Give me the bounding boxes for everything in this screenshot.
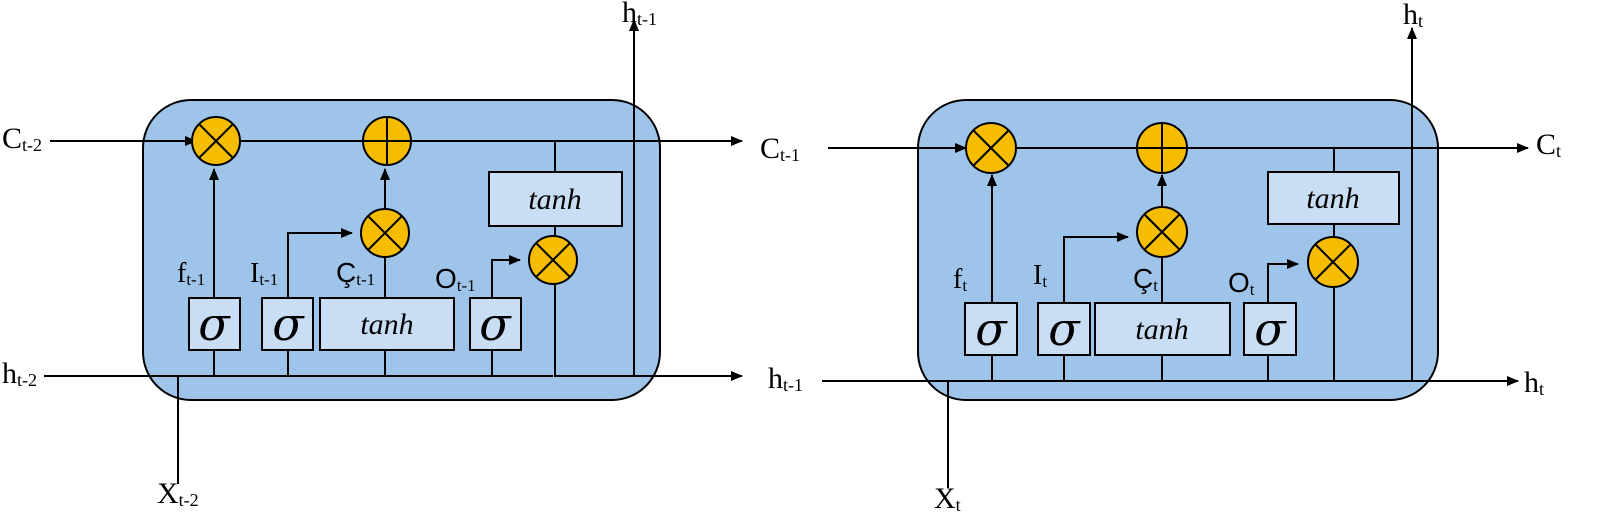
input-gate-label: It bbox=[1033, 260, 1047, 291]
cell-tanh: tanh bbox=[528, 183, 581, 216]
forget-sigma: σ bbox=[975, 302, 1008, 356]
candidate-tanh-box bbox=[319, 297, 455, 351]
input-sigma: σ bbox=[1048, 302, 1081, 356]
hidden-input-label: ht-1 bbox=[768, 362, 803, 395]
input-x-label: Xt-2 bbox=[157, 477, 199, 510]
forget-gate-label: ft bbox=[953, 264, 967, 295]
hidden-input-label: ht-2 bbox=[2, 357, 37, 390]
forget-multiply-op bbox=[965, 122, 1017, 174]
input-gate-label: It-1 bbox=[250, 258, 278, 289]
input-multiply-op bbox=[1136, 206, 1188, 258]
candidate-tanh: tanh bbox=[1135, 313, 1188, 346]
forget-gate-label: ft-1 bbox=[177, 258, 205, 289]
candidate-tanh: tanh bbox=[360, 308, 413, 341]
cell-add-op bbox=[362, 116, 412, 166]
output-sigma: σ bbox=[1254, 302, 1287, 356]
hidden-output-label: ht bbox=[1524, 366, 1544, 399]
input-sigma-box bbox=[261, 297, 314, 351]
lstm-cell-t: σ σ tanh σ tanh Ct-1 Ct ht-1 ht ht Xt ft… bbox=[768, 0, 1561, 515]
output-sigma: σ bbox=[479, 297, 512, 351]
output-sigma-box bbox=[1243, 302, 1297, 356]
input-sigma-box bbox=[1037, 302, 1091, 356]
cell-tanh-box bbox=[488, 171, 623, 227]
candidate-tanh-box bbox=[1094, 302, 1231, 356]
hidden-up-label: ht bbox=[1403, 0, 1423, 31]
input-sigma: σ bbox=[272, 297, 305, 351]
output-gate-label: Ot-1 bbox=[435, 263, 476, 295]
cell-output-label: Ct bbox=[1536, 128, 1561, 161]
candidate-label: Çt bbox=[1133, 263, 1158, 295]
output-multiply-op bbox=[1307, 236, 1359, 288]
input-x-label: Xt bbox=[934, 482, 961, 515]
cell-output-label: Ct-1 bbox=[760, 132, 800, 165]
output-sigma-box bbox=[469, 297, 522, 351]
candidate-label: Çt-1 bbox=[336, 257, 375, 289]
output-gate-label: Ot bbox=[1228, 267, 1255, 299]
hidden-up-label: ht-1 bbox=[622, 0, 657, 29]
lstm-cell-t-1: σ σ tanh σ tanh Ct-2 Ct-1 ht-2 ht-1 Xt-2… bbox=[2, 0, 800, 510]
forget-sigma-box bbox=[964, 302, 1018, 356]
cell-tanh-box bbox=[1267, 171, 1400, 225]
input-multiply-op bbox=[360, 208, 410, 258]
output-multiply-op bbox=[528, 235, 578, 285]
cell-input-label: Ct-2 bbox=[2, 122, 42, 155]
forget-sigma-box bbox=[188, 297, 241, 351]
cell-add-op bbox=[1136, 122, 1188, 174]
forget-sigma: σ bbox=[198, 297, 231, 351]
forget-multiply-op bbox=[191, 116, 241, 166]
cell-tanh: tanh bbox=[1306, 182, 1359, 215]
